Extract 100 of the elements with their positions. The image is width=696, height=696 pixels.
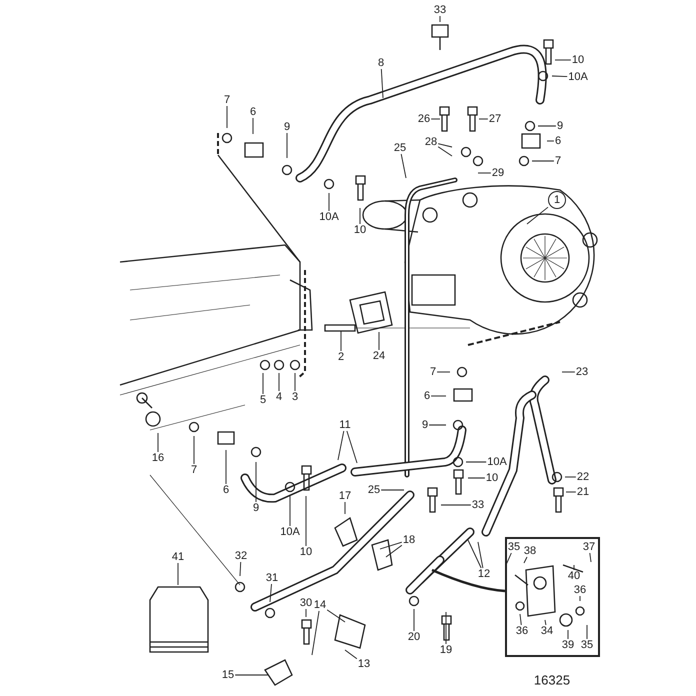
leader-line bbox=[380, 542, 402, 550]
callout-number: 27 bbox=[488, 113, 502, 125]
callout-number: 37 bbox=[582, 541, 596, 553]
leader-line bbox=[262, 372, 264, 394]
callout-number: 10A bbox=[567, 71, 589, 83]
callout-number: 36 bbox=[514, 625, 530, 637]
callout-number: 36 bbox=[572, 584, 588, 596]
leader-line bbox=[328, 192, 330, 212]
callout-number: 10 bbox=[352, 224, 368, 236]
callout-number: 24 bbox=[372, 350, 386, 362]
leader-line bbox=[386, 544, 402, 558]
leader-line bbox=[478, 172, 492, 174]
callout-number: 14 bbox=[312, 599, 328, 611]
callout-number: 33 bbox=[432, 4, 448, 16]
leader-line bbox=[440, 504, 472, 506]
callout-number: 10 bbox=[570, 54, 586, 66]
callout-number: 34 bbox=[540, 625, 554, 637]
callout-number: 29 bbox=[490, 167, 506, 179]
callout-number: 6 bbox=[554, 135, 562, 147]
leader-line bbox=[226, 106, 228, 128]
callout-number: 21 bbox=[576, 486, 590, 498]
callout-number: 32 bbox=[234, 550, 248, 562]
leader-line bbox=[346, 430, 358, 464]
leader-line bbox=[240, 562, 242, 576]
callout-number: 4 bbox=[274, 391, 284, 403]
leader-line bbox=[546, 140, 554, 142]
callout-number: 22 bbox=[576, 471, 590, 483]
leader-line bbox=[520, 614, 522, 626]
callout-number: 5 bbox=[258, 394, 268, 406]
leader-line bbox=[432, 568, 506, 592]
callout-number: 16 bbox=[150, 452, 166, 464]
callout-number: 10A bbox=[486, 456, 508, 468]
leader-line bbox=[468, 540, 482, 568]
leader-line bbox=[400, 154, 406, 178]
callout-number: 9 bbox=[556, 120, 564, 132]
leader-line bbox=[234, 674, 268, 676]
callout-number: 17 bbox=[338, 490, 352, 502]
leader-line bbox=[428, 424, 446, 426]
leader-line bbox=[312, 610, 320, 656]
circled-callout-number: 1 bbox=[548, 191, 566, 209]
leader-line bbox=[294, 372, 296, 392]
callout-number: 38 bbox=[522, 545, 538, 557]
drawing-number: 16325 bbox=[534, 672, 570, 688]
callout-number: 33 bbox=[470, 499, 486, 511]
callout-number: 6 bbox=[222, 484, 230, 496]
callout-number: 23 bbox=[574, 366, 590, 378]
callout-number: 13 bbox=[356, 658, 372, 670]
callout-number: 41 bbox=[170, 551, 186, 563]
callout-number: 18 bbox=[402, 534, 416, 546]
leader-line bbox=[430, 118, 440, 120]
callout-number: 7 bbox=[428, 366, 438, 378]
callout-number: 25 bbox=[392, 142, 408, 154]
callout-number: 31 bbox=[264, 572, 280, 584]
callout-number: 40 bbox=[566, 570, 582, 582]
callout-number: 8 bbox=[376, 57, 386, 69]
callout-number: 9 bbox=[282, 121, 292, 133]
leader-line bbox=[544, 620, 546, 626]
callout-number: 7 bbox=[190, 464, 198, 476]
callout-number: 30 bbox=[298, 597, 314, 609]
leader-line bbox=[526, 206, 548, 224]
callout-number: 19 bbox=[438, 644, 454, 656]
callout-number: 35 bbox=[506, 541, 522, 553]
leader-line bbox=[532, 160, 554, 162]
callout-number: 3 bbox=[290, 391, 300, 403]
leader-line bbox=[338, 430, 344, 460]
leader-line bbox=[380, 68, 384, 98]
callout-number: 10A bbox=[279, 526, 301, 538]
leader-line bbox=[438, 143, 452, 148]
callout-number: 25 bbox=[366, 484, 382, 496]
callout-number: 6 bbox=[422, 390, 432, 402]
leader-line bbox=[252, 118, 254, 134]
leader-line bbox=[564, 476, 576, 478]
callout-number: 7 bbox=[222, 94, 232, 106]
leader-line bbox=[270, 584, 272, 602]
leader-line bbox=[344, 502, 346, 514]
leader-line bbox=[286, 132, 288, 158]
callout-number: 7 bbox=[554, 155, 562, 167]
callout-number: 12 bbox=[476, 568, 492, 580]
callout-number: 10 bbox=[298, 546, 314, 558]
callout-number: 2 bbox=[336, 351, 346, 363]
callout-number: 9 bbox=[252, 502, 260, 514]
callout-number: 10 bbox=[484, 472, 500, 484]
leader-line bbox=[340, 330, 342, 352]
callout-number: 35 bbox=[580, 639, 594, 651]
leader-line bbox=[506, 552, 512, 566]
leader-line bbox=[586, 624, 588, 640]
leader-line bbox=[478, 542, 484, 568]
leader-line bbox=[278, 372, 280, 392]
leader-line bbox=[589, 552, 592, 562]
callout-number: 11 bbox=[338, 419, 352, 431]
leader-line bbox=[378, 332, 380, 350]
callout-number: 26 bbox=[416, 113, 432, 125]
leader-line bbox=[552, 76, 568, 78]
leader-line bbox=[478, 118, 488, 120]
leader-line bbox=[438, 146, 452, 156]
callout-number: 10A bbox=[318, 211, 340, 223]
callout-number: 6 bbox=[248, 106, 258, 118]
callout-number: 15 bbox=[220, 669, 236, 681]
leader-line bbox=[326, 609, 346, 622]
callout-number: 9 bbox=[420, 419, 430, 431]
